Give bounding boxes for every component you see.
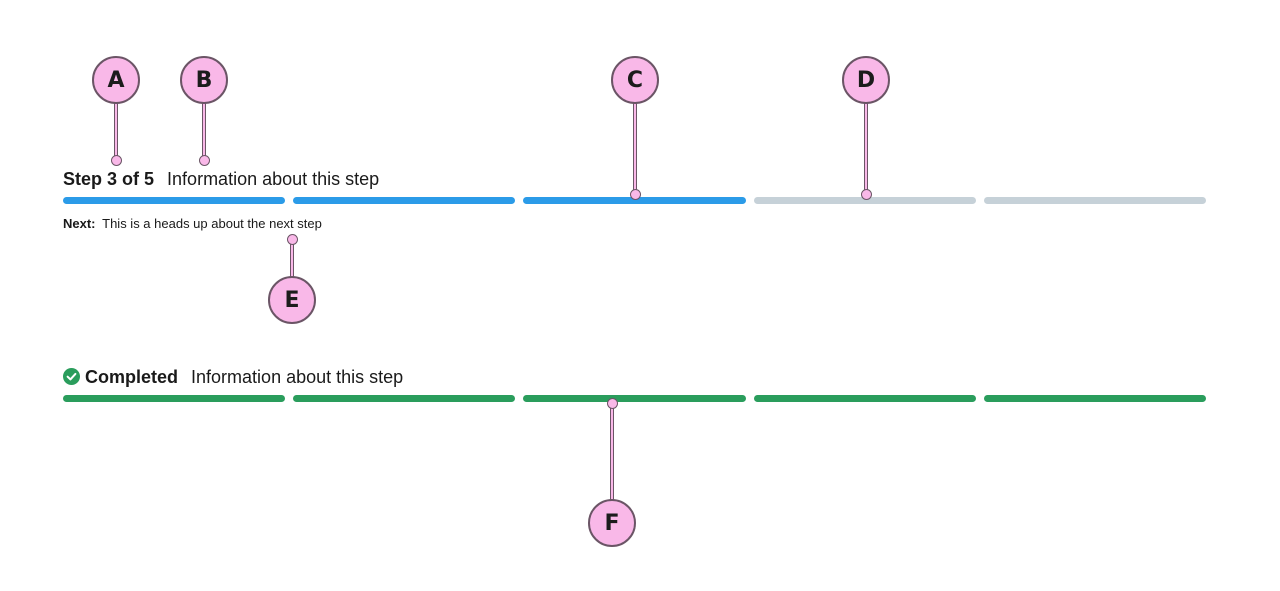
progress-segment-5 xyxy=(983,197,1207,204)
step-progress-bar xyxy=(63,197,1207,204)
completed-segment-2 xyxy=(293,395,516,402)
completed-progress-bar xyxy=(63,395,1207,402)
next-label: Next: xyxy=(63,216,96,231)
progress-segment-2 xyxy=(293,197,516,204)
callout-d-dot xyxy=(860,188,872,200)
step-count-label: Step 3 of 5 xyxy=(63,169,155,189)
callout-e: E xyxy=(268,276,316,324)
check-circle-icon xyxy=(63,368,80,385)
callout-d: D xyxy=(842,56,890,104)
next-step-text: This is a heads up about the next step xyxy=(102,216,322,231)
callout-b: B xyxy=(180,56,228,104)
callout-c-line xyxy=(633,102,637,194)
progress-segment-1 xyxy=(63,197,286,204)
callout-e-line xyxy=(290,240,294,278)
callout-f: F xyxy=(588,499,636,547)
next-step-hint: Next: This is a heads up about the next … xyxy=(63,216,322,232)
callout-a: A xyxy=(92,56,140,104)
completed-segment-1 xyxy=(63,395,286,402)
stepper-header: Step 3 of 5 Information about this step xyxy=(63,168,379,190)
completed-info-text: Information about this step xyxy=(191,367,404,387)
completed-segment-3 xyxy=(523,395,746,402)
completed-segment-5 xyxy=(983,395,1207,402)
completed-segment-4 xyxy=(753,395,976,402)
completed-label: Completed xyxy=(85,367,179,387)
callout-b-dot xyxy=(198,154,210,166)
callout-c-dot xyxy=(629,188,641,200)
callout-e-dot xyxy=(286,233,298,245)
callout-a-line xyxy=(114,102,118,160)
step-info-text: Information about this step xyxy=(167,169,380,189)
callout-c: C xyxy=(611,56,659,104)
callout-f-dot xyxy=(606,397,618,409)
callout-b-line xyxy=(202,102,206,160)
completed-header: Completed Information about this step xyxy=(63,366,403,388)
callout-d-line xyxy=(864,102,868,194)
callout-f-line xyxy=(610,404,614,500)
progress-segment-4 xyxy=(753,197,976,204)
progress-segment-3 xyxy=(523,197,746,204)
callout-a-dot xyxy=(110,154,122,166)
